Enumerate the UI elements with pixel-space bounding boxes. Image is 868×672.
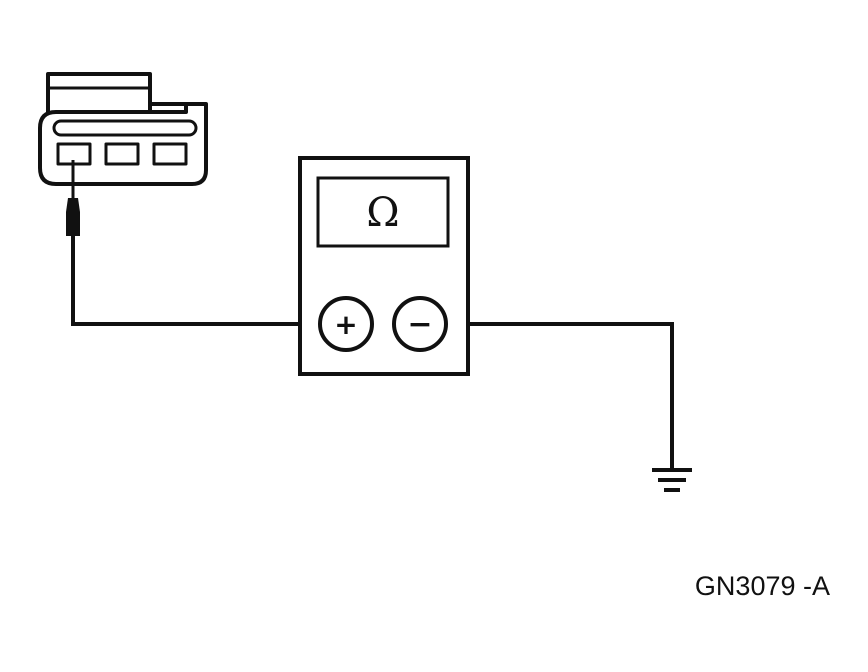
negative-terminal: −: [392, 296, 448, 352]
positive-terminal: +: [318, 296, 374, 352]
positive-terminal-label: +: [334, 308, 357, 341]
connector-cavity-3: [152, 142, 188, 166]
negative-lead-wire: [446, 322, 674, 470]
probe-handle: [66, 198, 80, 236]
connector-cavity-2: [104, 142, 140, 166]
connector: [38, 72, 208, 186]
wires: [71, 234, 674, 470]
ground-icon: [652, 468, 692, 492]
positive-lead-wire: [71, 234, 320, 326]
multimeter: Ω + −: [298, 156, 470, 376]
test-probe: [66, 160, 80, 236]
ohm-symbol: Ω: [366, 190, 399, 236]
connector-slot: [52, 119, 198, 137]
multimeter-display: [316, 176, 450, 248]
negative-terminal-label: −: [407, 307, 432, 342]
figure-code: GN3079 -A: [695, 571, 830, 601]
